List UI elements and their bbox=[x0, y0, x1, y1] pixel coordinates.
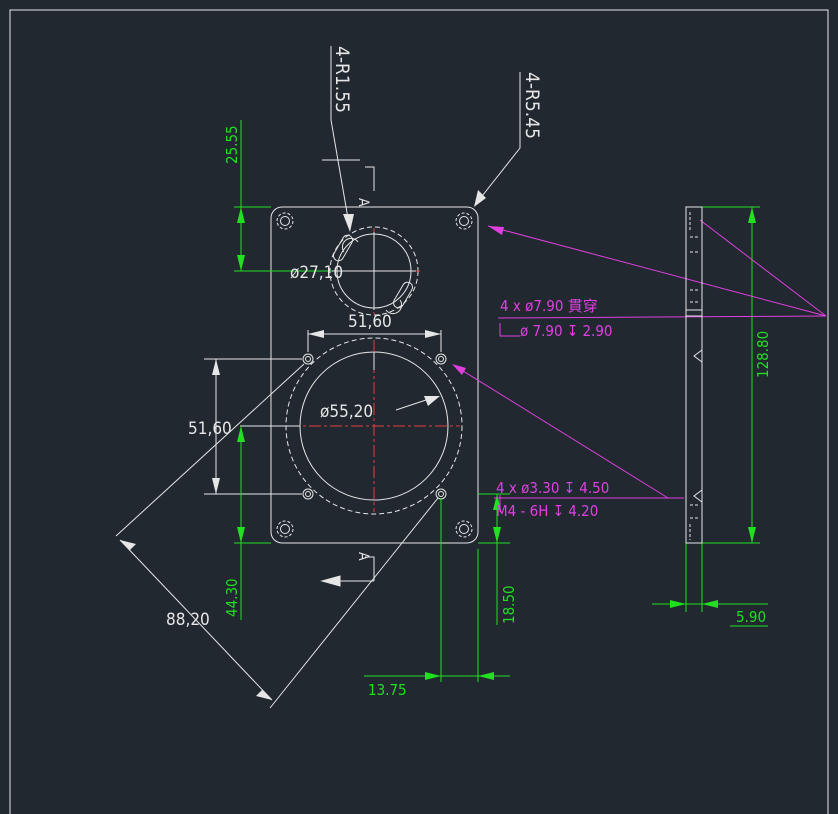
callout-threaded-holes-line2: M4 - 6H ↧ 4.20 bbox=[496, 502, 598, 520]
section-label-bottom: A bbox=[355, 552, 371, 561]
dim-total-height: 128.80 bbox=[754, 331, 772, 378]
callout-through-holes-line1: 4 x ø7.90 貫穿 bbox=[500, 297, 598, 315]
label-fillet-small: 4-R1.55 bbox=[331, 46, 353, 113]
label-fillet-large: 4-R5.45 bbox=[521, 72, 543, 139]
plate-outline bbox=[270, 206, 479, 544]
side-hidden-lines bbox=[689, 212, 698, 540]
label-hole-spacing-diagonal: 88,20 bbox=[166, 610, 210, 630]
white-arrowheads bbox=[120, 190, 486, 700]
crosshair-lines bbox=[240, 232, 416, 427]
dim-hole-edge-offset: 18.50 bbox=[500, 585, 518, 624]
white-leaders bbox=[115, 46, 521, 709]
section-mark-bottom bbox=[320, 556, 375, 587]
label-bore-small: ø27,10 bbox=[290, 263, 343, 283]
corner-holes bbox=[276, 212, 473, 538]
plate-side-view[interactable] bbox=[685, 206, 703, 544]
drawing-frame bbox=[9, 9, 829, 814]
section-mark-top bbox=[322, 159, 375, 191]
dim-plate-thickness: 5.90 bbox=[736, 608, 766, 626]
label-hole-spacing-horizontal: 51,60 bbox=[348, 312, 392, 332]
side-thread-bottom bbox=[693, 489, 703, 503]
callout-through-holes-line2: ø 7.90 ↧ 2.90 bbox=[520, 322, 613, 340]
green-arrowheads bbox=[237, 207, 756, 680]
section-label-top: A bbox=[355, 198, 371, 207]
side-thread-top bbox=[693, 349, 703, 363]
label-bore-large: ø55,20 bbox=[320, 402, 373, 422]
dim-hole-x-offset: 13.75 bbox=[368, 681, 407, 699]
label-hole-spacing-vertical: 51,60 bbox=[188, 419, 232, 439]
callout-threaded-holes-line1: 4 x ø3.30 ↧ 4.50 bbox=[496, 479, 609, 497]
dim-bottom-offset: 44.30 bbox=[223, 578, 241, 617]
magenta-leaders bbox=[454, 219, 827, 512]
dim-top-offset: 25.55 bbox=[223, 125, 241, 164]
magenta-arrowheads bbox=[452, 226, 504, 375]
